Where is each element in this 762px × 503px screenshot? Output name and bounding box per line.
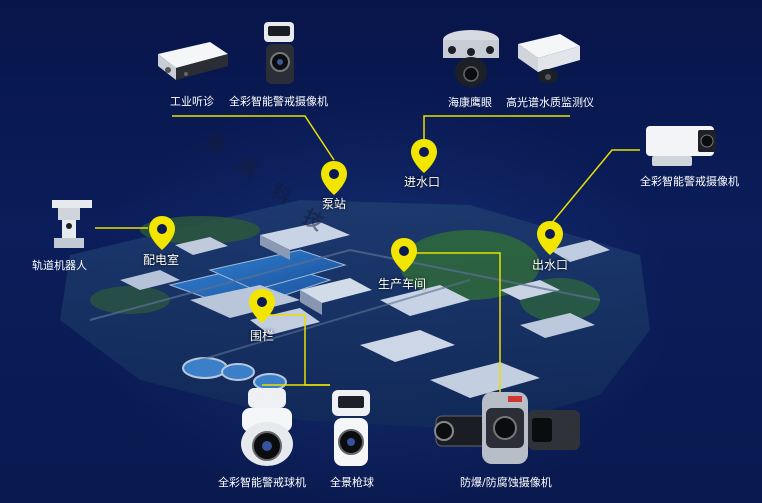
full-color-camera-icon <box>264 22 294 84</box>
location-label-guanpian: 围栏 <box>250 329 275 343</box>
device-label-gaoguangpu: 高光谱水质监测仪 <box>506 96 594 109</box>
location-pin-icon[interactable] <box>148 215 176 251</box>
location-label-jinshuikou: 进水口 <box>404 175 441 189</box>
device-label-quancai-jingjie-right: 全彩智能警戒摄像机 <box>640 175 739 188</box>
device-label-guidao-jiqiren: 轨道机器人 <box>32 259 87 272</box>
location-pin-icon[interactable] <box>410 138 438 174</box>
location-label-bengzhan: 泵站 <box>322 197 347 211</box>
location-pin-icon[interactable] <box>390 237 418 273</box>
explosion-proof-camera-icon <box>434 392 580 464</box>
device-label-gongye-tingzhen: 工业听诊 <box>170 95 214 108</box>
location-pin-icon[interactable] <box>248 288 276 324</box>
hyperspectral-monitor-icon <box>518 34 580 83</box>
leader-lines <box>95 115 640 395</box>
track-robot-icon <box>52 200 92 248</box>
industrial-stethoscope-device-icon <box>158 42 228 80</box>
device-label-quancai-qiuji: 全彩智能警戒球机 <box>218 476 306 489</box>
location-label-chushuikou: 出水口 <box>532 258 569 272</box>
location-pin-icon[interactable] <box>320 160 348 196</box>
location-label-shengchan-chejian: 生产车间 <box>378 277 427 291</box>
eagle-eye-camera-icon <box>443 30 499 87</box>
device-label-haikang-yingyan: 海康鹰眼 <box>448 96 492 109</box>
ptz-dome-camera-icon <box>241 388 293 466</box>
bullet-camera-icon <box>646 126 716 166</box>
device-label-quancai-jingjie-top: 全彩智能警戒摄像机 <box>229 95 328 108</box>
location-label-peidianshi: 配电室 <box>143 253 180 267</box>
panoramic-camera-icon <box>332 390 370 466</box>
device-label-quancai-qiangqiu: 全景枪球 <box>330 476 374 489</box>
device-label-fangbao: 防爆/防腐蚀摄像机 <box>460 476 552 489</box>
location-pin-icon[interactable] <box>536 220 564 256</box>
